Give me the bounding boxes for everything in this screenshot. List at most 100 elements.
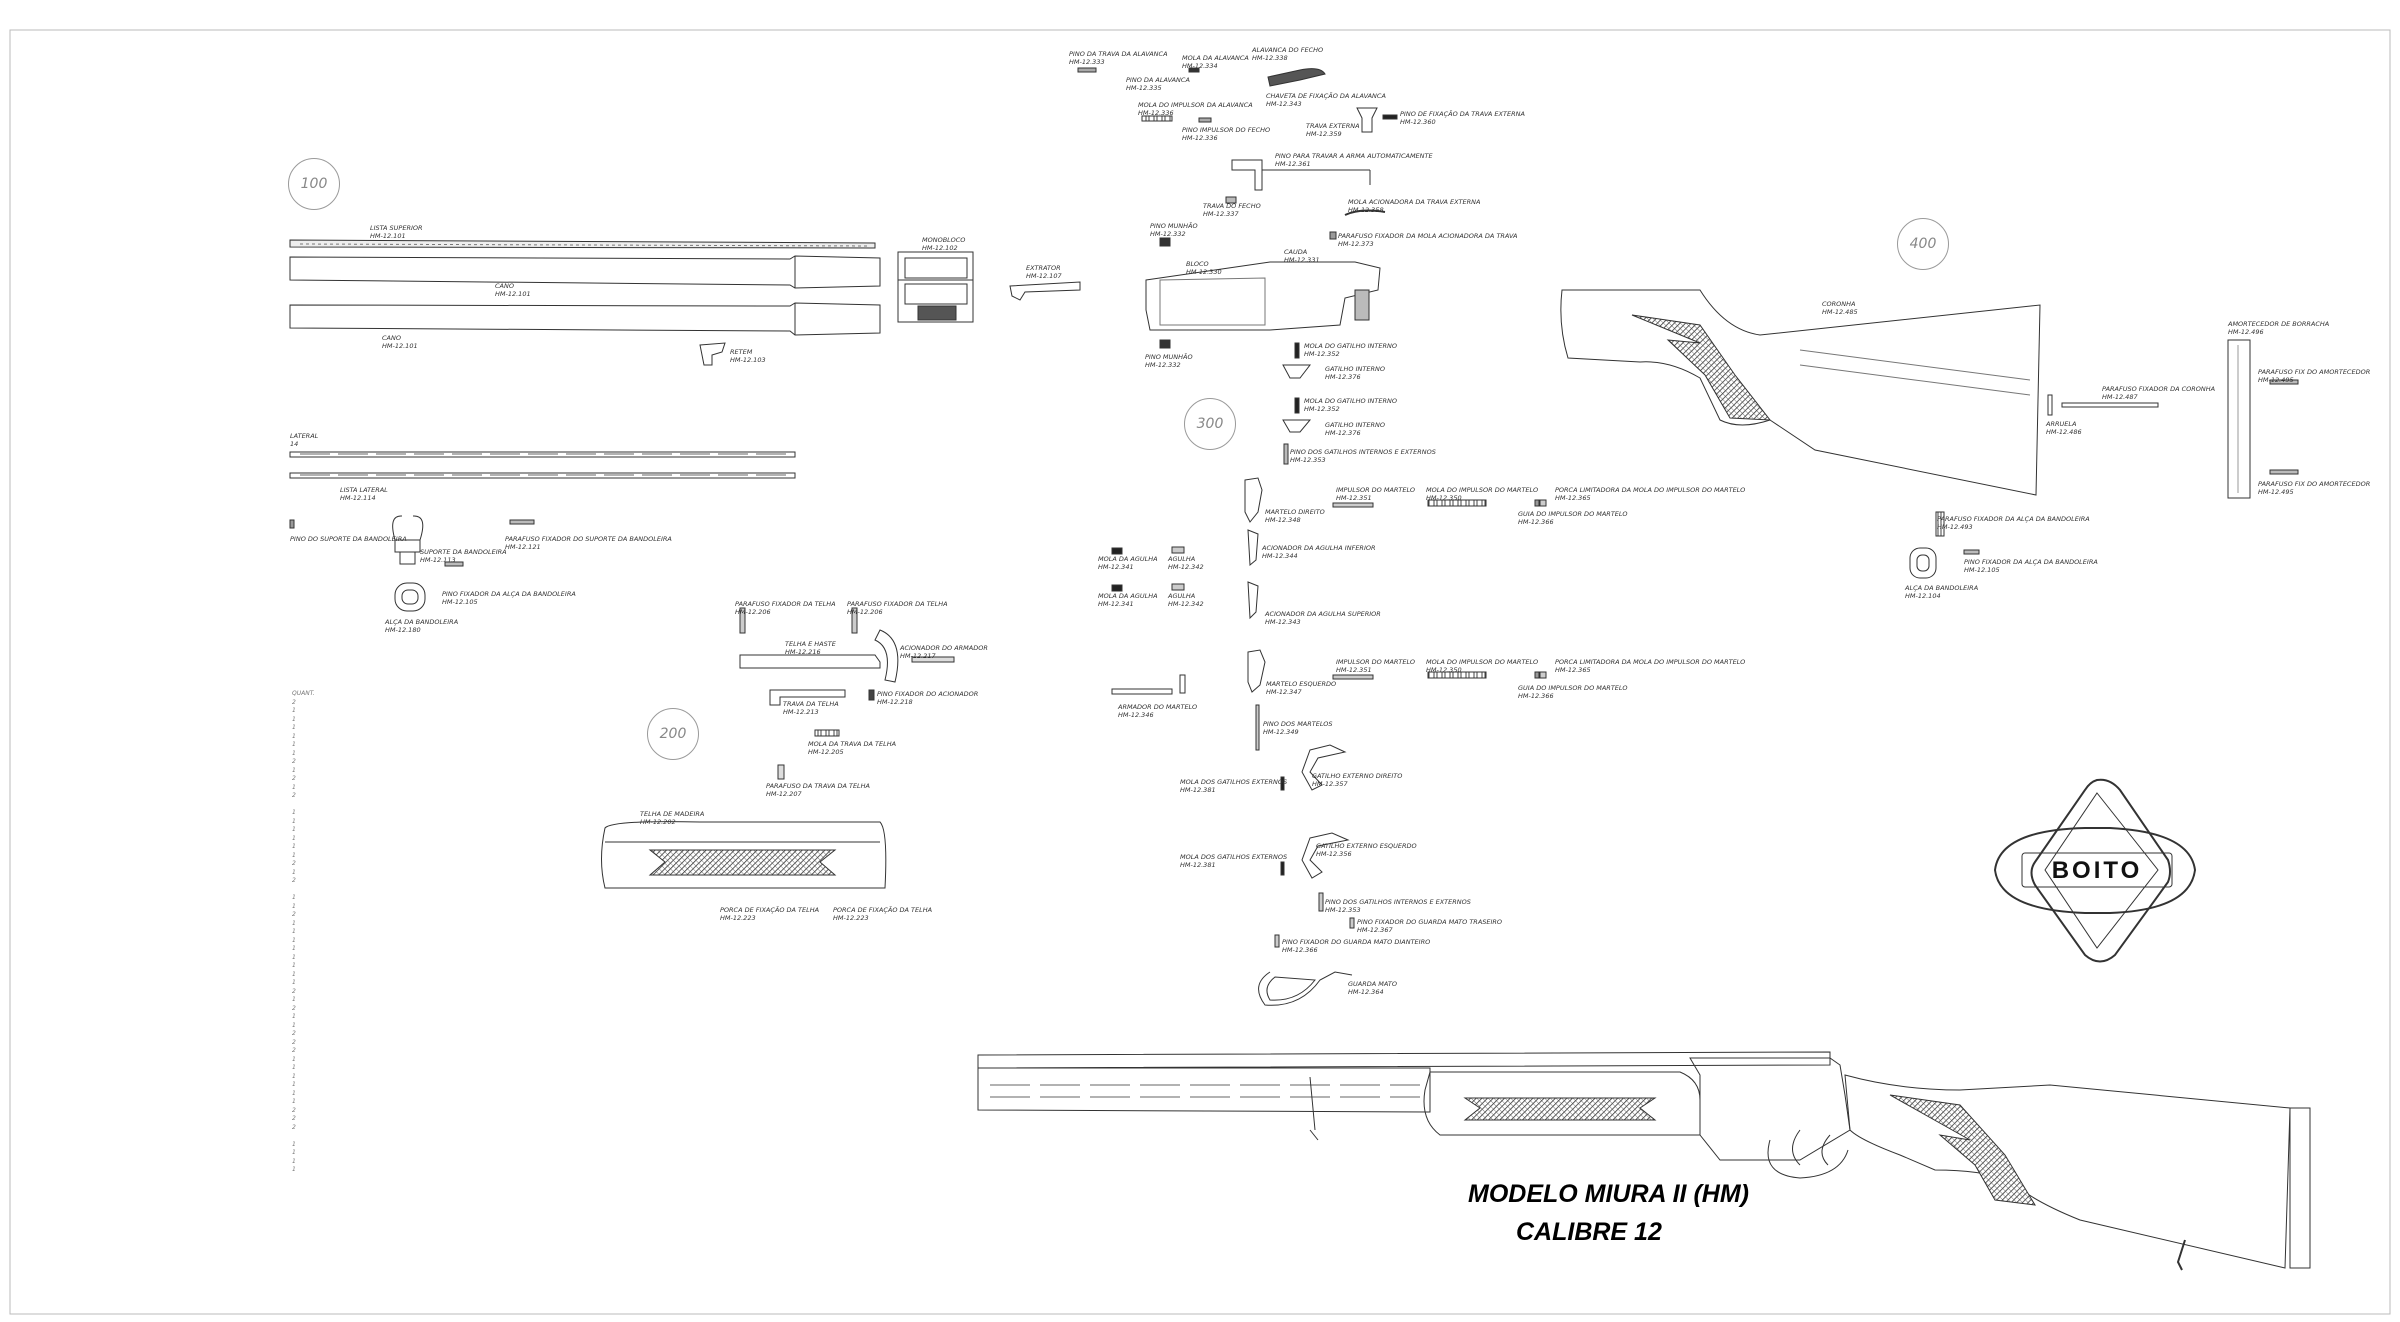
quantity-item: 1 <box>292 1072 296 1080</box>
acionador-armador-part <box>911 656 955 663</box>
quantity-item: 1 <box>292 851 296 859</box>
quantity-item: 2 <box>292 758 296 765</box>
quantity-item: 1 <box>292 936 296 944</box>
alavanca-fecho-part <box>1077 67 1326 123</box>
caliber-title: CALIBRE 12 <box>1516 1218 1662 1246</box>
quantity-item: 2 <box>292 1030 296 1037</box>
guarda-mato-part <box>1258 971 1353 1006</box>
quantity-item: 1 <box>292 732 296 740</box>
telha-madeira-part <box>601 821 887 889</box>
quantity-item: 2 <box>292 911 296 918</box>
quantity-item: 1 <box>292 902 296 910</box>
quantity-item: 1 <box>292 843 296 850</box>
quantity-item: 2 <box>292 775 296 782</box>
quantity-item: 2 <box>292 792 296 799</box>
mola-acionadora-part <box>1329 209 1386 240</box>
quantity-item: 2 <box>292 1115 296 1122</box>
quantity-item: 1 <box>292 1013 296 1020</box>
quantity-item: 1 <box>292 1081 296 1088</box>
retem-part <box>699 342 726 366</box>
alca-bandoleira-2-part <box>1909 511 1980 579</box>
section-400-marker: 400 <box>1897 218 1949 270</box>
quantity-item <box>292 801 315 810</box>
quantity-item: 1 <box>292 1157 296 1165</box>
quantity-item: 1 <box>292 1021 296 1029</box>
quantity-item: 1 <box>292 766 296 774</box>
section-300-marker: 300 <box>1184 398 1236 450</box>
quantity-item <box>292 886 315 895</box>
gatilhos-externos-part <box>1274 744 1355 948</box>
quantity-item: 1 <box>292 1055 296 1063</box>
extrator-part <box>1009 281 1081 301</box>
section-200-marker: 200 <box>647 708 699 760</box>
quantity-item: 1 <box>292 809 296 816</box>
quantity-item: 1 <box>292 826 296 833</box>
quantity-item: 2 <box>292 1047 296 1054</box>
alca-bandoleira-part <box>289 519 426 612</box>
coronha-part <box>1560 289 2041 496</box>
part-label: PORCA LIMITADORA DA MOLA DO IMPULSOR DO … <box>1555 486 1746 502</box>
suporte-bandoleira-part <box>392 515 535 567</box>
quantity-item: 1 <box>292 724 296 731</box>
part-label: PINO DO SUPORTE DA BANDOLEIRA <box>290 535 407 543</box>
quantity-item: 1 <box>292 1140 296 1148</box>
quantity-item: 1 <box>292 1064 296 1071</box>
quantity-item: 2 <box>292 860 296 867</box>
monobloco-part <box>897 251 974 323</box>
quantity-item: 1 <box>292 928 296 935</box>
part-label: PARAFUSO FIXADOR DA MOLA ACIONADORA DA T… <box>1338 232 1518 248</box>
quantity-item: 1 <box>292 996 296 1003</box>
quantity-item: 2 <box>292 987 296 995</box>
quantity-item: 1 <box>292 919 296 927</box>
trava-fecho-part <box>1225 159 1371 204</box>
quantity-item: 1 <box>292 894 296 901</box>
trava-telha-part <box>769 689 875 706</box>
quantity-item: 1 <box>292 1149 296 1156</box>
quantity-item: 2 <box>292 1004 296 1012</box>
